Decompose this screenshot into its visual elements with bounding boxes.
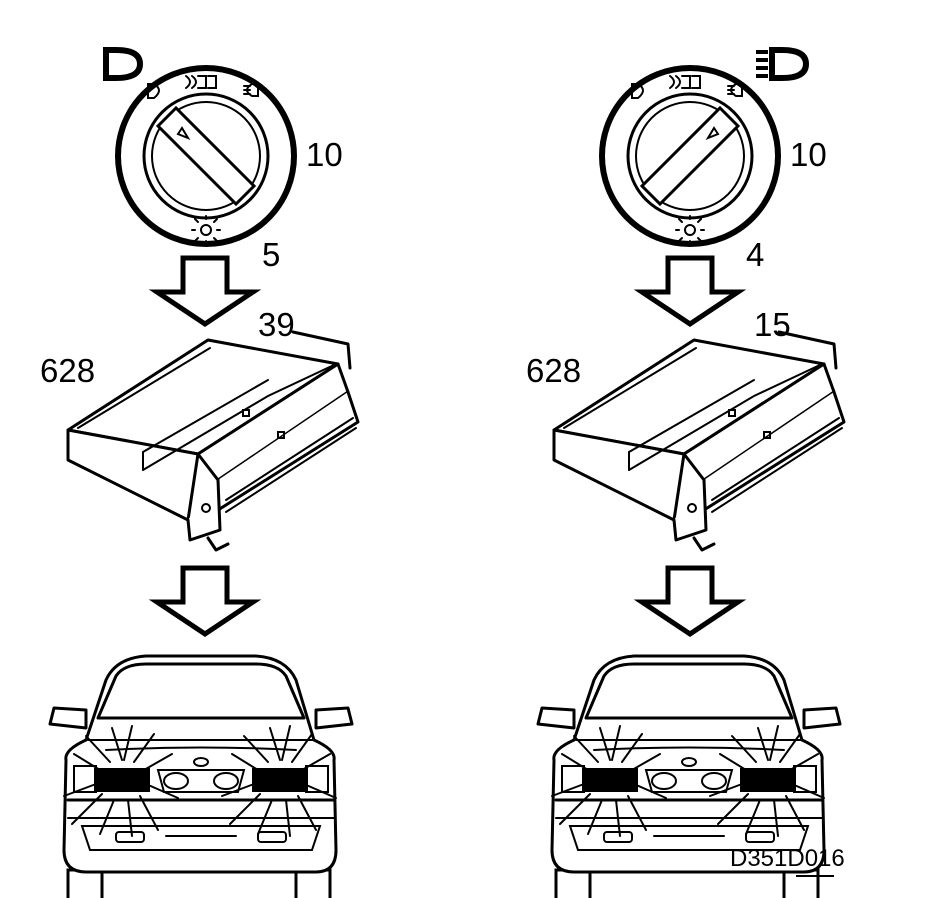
switch-number-right: 10 — [790, 136, 827, 173]
arrow-label-right: 4 — [746, 236, 764, 273]
arrow-down-2-right — [642, 568, 738, 634]
module-label-right: 628 — [526, 352, 581, 389]
left-panel: 10 5 39 628 — [40, 47, 360, 898]
light-switch-left — [118, 68, 294, 244]
car-left — [48, 654, 354, 898]
low-beam-icon — [103, 47, 144, 81]
switch-number-left: 10 — [306, 136, 343, 173]
high-beam-icon — [756, 47, 810, 81]
arrow-label-left: 5 — [262, 236, 280, 273]
arrow-down-1-right — [642, 258, 738, 324]
right-panel: 10 4 15 628 — [526, 47, 846, 898]
module-label-left: 628 — [40, 352, 95, 389]
module-pin-right: 15 — [754, 306, 791, 343]
figure-code: D351D016 — [730, 845, 845, 872]
control-module-right — [552, 330, 846, 552]
arrow-down-1-left — [157, 258, 253, 324]
module-pin-left: 39 — [258, 306, 295, 343]
arrow-down-2-left — [157, 568, 253, 634]
control-module-left — [66, 330, 360, 552]
light-switch-right — [602, 68, 778, 244]
